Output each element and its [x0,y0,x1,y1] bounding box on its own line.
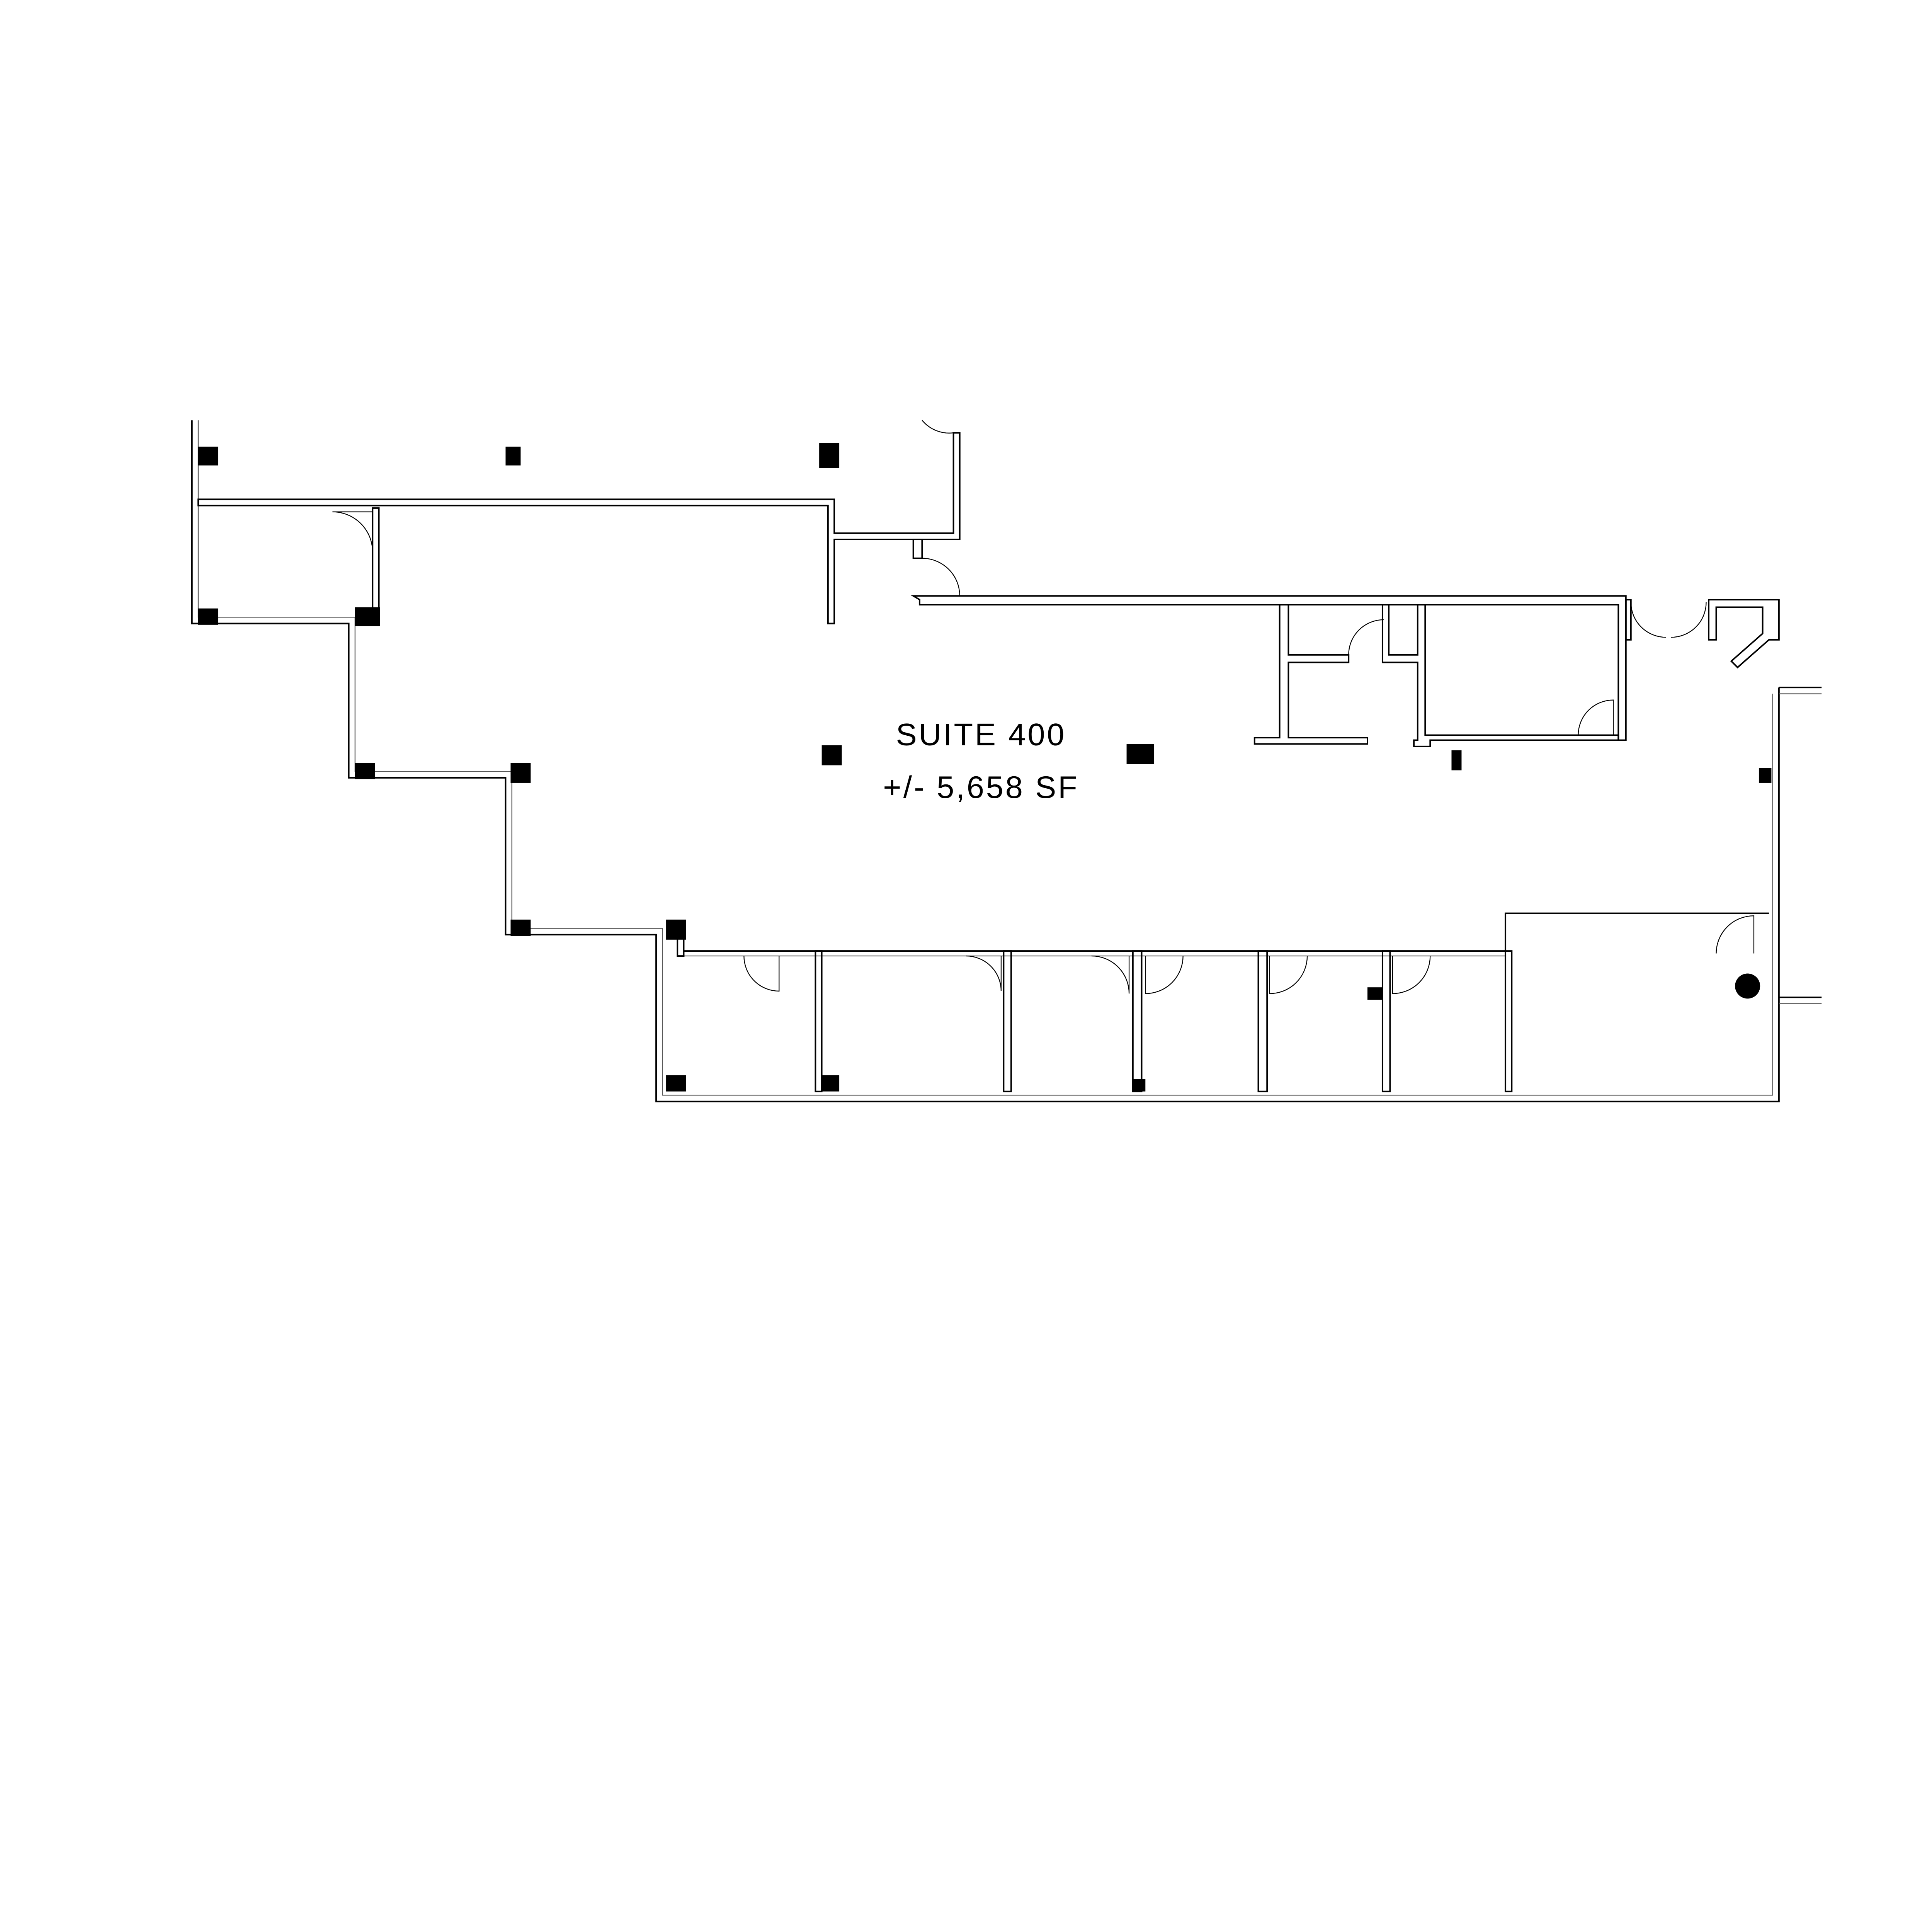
column [666,919,686,940]
door-swings [332,420,1755,994]
column [198,446,218,466]
column [198,608,218,625]
column [1367,987,1383,1000]
column [1759,768,1772,783]
suite-label: SUITE 400 [896,718,1066,752]
column [510,919,531,936]
interior-walls [197,432,1780,1092]
column [821,745,842,765]
column [1133,1079,1146,1092]
exterior-walls [191,420,1822,1102]
column [1451,750,1462,770]
column [510,763,531,783]
round-column [1735,973,1760,999]
structural-columns [198,443,1772,1092]
column [1126,744,1155,764]
column [355,607,380,626]
column [819,443,840,468]
column [505,446,521,466]
floor-plan: SUITE 400 +/- 5,658 SF [191,420,1822,1102]
column [666,1075,686,1092]
column [355,763,375,779]
area-label: +/- 5,658 SF [883,770,1079,805]
column [821,1075,840,1092]
